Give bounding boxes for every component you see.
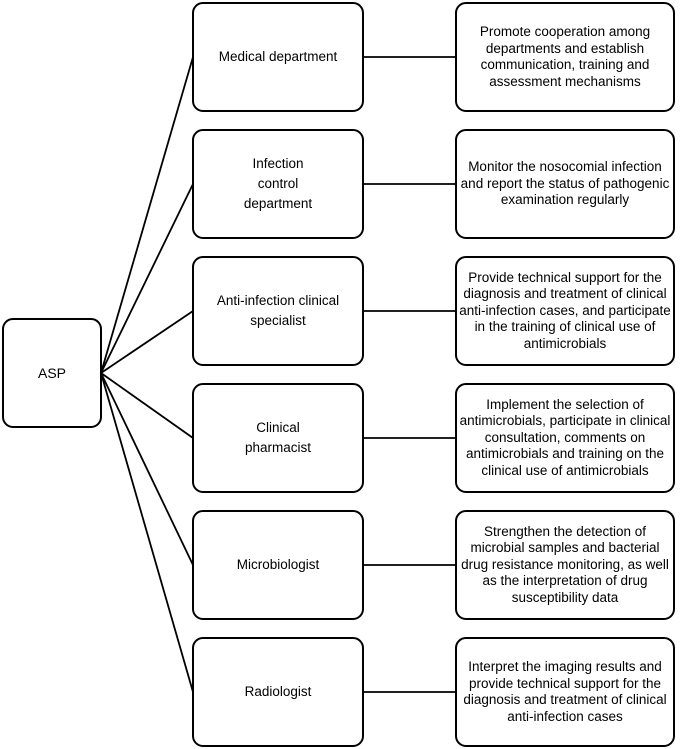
role-label: Clinical pharmacist <box>244 420 312 455</box>
desc-text: Promote cooperation among departments an… <box>479 24 651 89</box>
role-box: Anti-infection clinical specialist <box>192 256 364 366</box>
role-label: Infection control department <box>243 156 313 211</box>
diagram-row: Microbiologist Strengthen the detection … <box>192 510 675 620</box>
desc-box: Implement the selection of antimicrobial… <box>455 383 675 493</box>
desc-box: Strengthen the detection of microbial sa… <box>455 510 675 620</box>
diagram-row: Anti-infection clinical specialist Provi… <box>192 256 675 366</box>
desc-text: Provide technical support for the diagno… <box>459 269 671 351</box>
role-box: Infection control department <box>192 129 364 239</box>
asp-label: ASP <box>37 365 66 381</box>
diagram-row: Clinical pharmacist Implement the select… <box>192 383 675 493</box>
desc-box: Interpret the imaging results and provid… <box>455 637 675 747</box>
diagram-row: Medical department Promote cooperation a… <box>192 2 675 112</box>
desc-text: Strengthen the detection of microbial sa… <box>461 523 669 605</box>
desc-text: Implement the selection of antimicrobial… <box>459 396 671 478</box>
desc-box: Monitor the nosocomial infection and rep… <box>455 129 675 239</box>
role-box: Microbiologist <box>192 510 364 620</box>
desc-box: Provide technical support for the diagno… <box>455 256 675 366</box>
role-label: Microbiologist <box>236 557 320 572</box>
asp-box: ASP <box>2 318 102 428</box>
role-box: Radiologist <box>192 637 364 747</box>
role-label: Radiologist <box>244 684 312 699</box>
role-label: Medical department <box>218 49 338 64</box>
diagram-rows: Medical department Promote cooperation a… <box>192 2 675 747</box>
desc-text: Interpret the imaging results and provid… <box>463 659 667 724</box>
role-box: Medical department <box>192 2 364 112</box>
role-label: Anti-infection clinical specialist <box>216 293 340 328</box>
diagram-row: Radiologist Interpret the imaging result… <box>192 637 675 747</box>
diagram-row: Infection control department Monitor the… <box>192 129 675 239</box>
desc-box: Promote cooperation among departments an… <box>455 2 675 112</box>
role-box: Clinical pharmacist <box>192 383 364 493</box>
desc-text: Monitor the nosocomial infection and rep… <box>460 159 670 208</box>
